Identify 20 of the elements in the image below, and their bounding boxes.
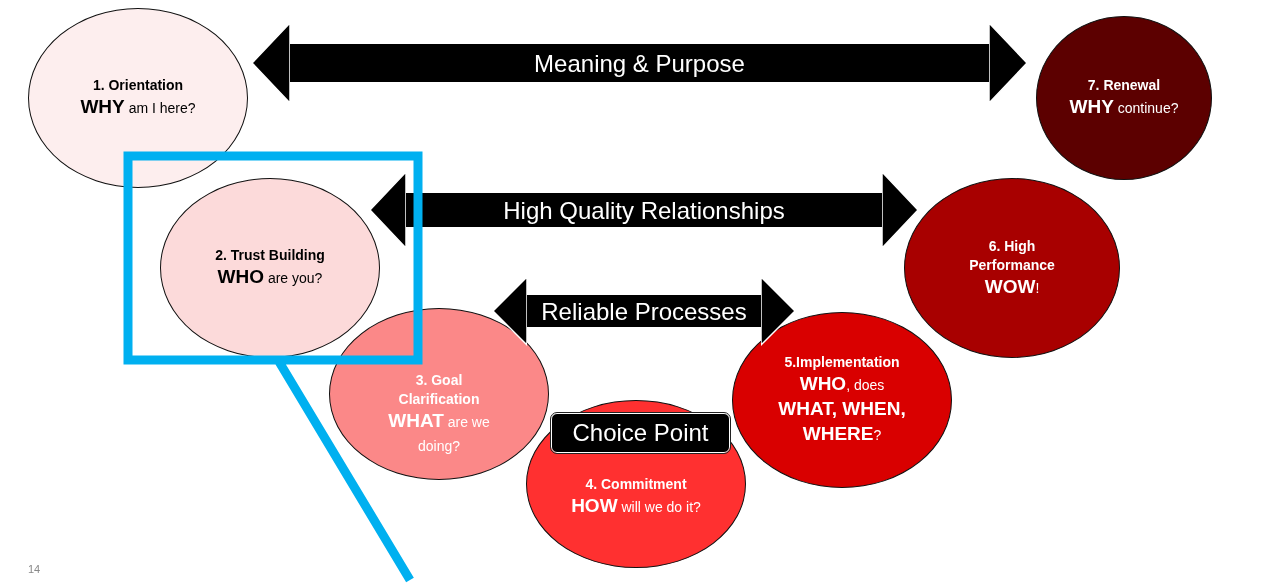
stage-question: WHO, does WHAT, WHEN, WHERE? xyxy=(777,372,907,446)
double-arrow xyxy=(251,22,1028,104)
stage-question: WHO are you? xyxy=(217,265,323,289)
page-number: 14 xyxy=(28,563,41,575)
stage-question: WHY am I here? xyxy=(80,95,196,119)
edge-label: Reliable Processes xyxy=(541,298,747,326)
double-arrow xyxy=(492,276,796,346)
edge-label: High Quality Relationships xyxy=(503,197,785,225)
stage-title: 1. Orientation xyxy=(92,76,184,95)
stage-title: 7. Renewal xyxy=(1087,76,1161,95)
stage-title: 2. Trust Building xyxy=(215,246,325,265)
double-arrow xyxy=(369,171,919,249)
stage-title: 4. Commitment xyxy=(585,475,687,494)
stage-question: WOW! xyxy=(984,274,1040,299)
stage-question: WHAT are we doing? xyxy=(387,408,491,456)
edge-label: Meaning & Purpose xyxy=(534,50,745,78)
stage-title: 6. High Performance xyxy=(968,236,1056,275)
stage-title: 5.Implementation xyxy=(784,353,900,372)
stage-question: WHY continue? xyxy=(1069,95,1179,119)
stage-question: HOW will we do it? xyxy=(571,494,701,518)
